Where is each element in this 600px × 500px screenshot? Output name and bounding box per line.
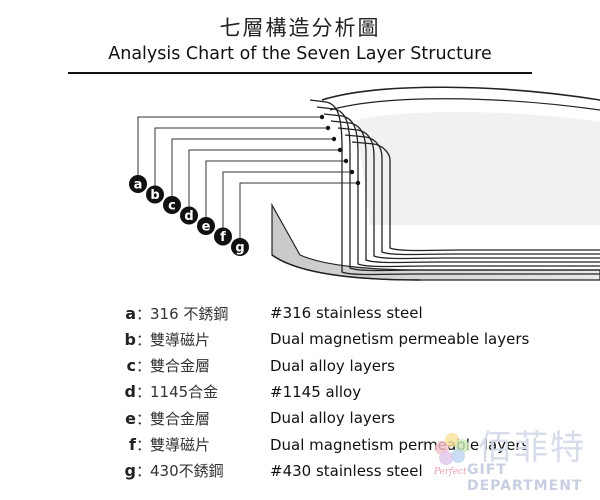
legend-letter: d <box>124 382 136 402</box>
layer-strip-d <box>330 120 600 264</box>
legend-english-label: Dual alloy layers <box>270 356 395 375</box>
legend-letter: f <box>129 435 136 454</box>
legend-row-d: d：1145合金 #1145 alloy <box>118 379 362 405</box>
badge-b <box>146 185 164 204</box>
badge-letter-c: c <box>168 199 176 214</box>
leader-line-d <box>188 149 340 208</box>
badge-letter-g: g <box>235 241 244 256</box>
legend-letter: a <box>125 303 136 323</box>
legend-english-label: #1145 alloy <box>270 382 362 401</box>
legend-separator: ： <box>136 383 152 402</box>
badge-c <box>163 196 181 214</box>
watermark-logo-text: Perfect <box>433 467 467 477</box>
badge-letter-f: f <box>220 230 226 245</box>
badge-letter-e: e <box>202 220 211 235</box>
legend-row-e: e：雙合金層 Dual alloy layers <box>118 405 395 431</box>
legend-letter: g <box>124 461 136 481</box>
leader-dot-c <box>331 136 337 142</box>
watermark: Perfect 佰菲特 GIFT DEPARTMENT <box>430 420 600 500</box>
layer-strip-e <box>337 127 600 260</box>
leader-dot-d <box>337 147 343 153</box>
leader-dot-e <box>343 158 349 164</box>
leader-dot-g <box>355 180 361 186</box>
badge-letter-d: d <box>184 209 193 224</box>
legend-separator: ： <box>136 330 152 349</box>
badge-letter-b: b <box>150 188 159 203</box>
badge-f <box>214 227 232 246</box>
badge-a <box>129 175 147 193</box>
legend-chinese-label: 雙導磁片 <box>150 436 211 454</box>
leader-dot-b <box>325 125 331 131</box>
pan-rim-arc-inner <box>329 98 600 111</box>
leader-line-a <box>137 116 322 176</box>
badge-d <box>180 206 198 225</box>
legend-letter: c <box>126 356 136 376</box>
legend-letter: e <box>125 408 136 428</box>
legend-separator: ： <box>136 304 152 323</box>
legend-chinese-label: 316 不銹鋼 <box>150 304 229 323</box>
pan-base-curve <box>271 254 421 281</box>
watermark-brand-zh: 佰菲特 <box>478 428 586 468</box>
legend-row-g: g：430不銹鋼 #430 stainless steel <box>118 458 423 484</box>
legend-row-c: c：雙合金層 Dual alloy layers <box>118 353 395 379</box>
legend-separator: ： <box>136 462 152 481</box>
legend-chinese-label: 雙合金層 <box>150 409 211 428</box>
legend-chinese-label: 430不銹鋼 <box>150 462 224 481</box>
badge-letter-a: a <box>134 178 143 193</box>
layer-strips <box>309 99 600 276</box>
leader-dot-f <box>349 169 355 175</box>
legend-english-label: Dual alloy layers <box>270 409 395 428</box>
layer-strip-c <box>323 113 600 268</box>
legend-row-b: b：雙導磁片 Dual magnetism permeable layers <box>118 326 530 352</box>
legend-row-a: a：316 不銹鋼 #316 stainless steel <box>118 300 423 326</box>
badge-g <box>231 238 249 256</box>
pan-cross-section <box>271 86 600 281</box>
title-english: Analysis Chart of the Seven Layer Struct… <box>108 44 492 64</box>
leader-line-e <box>205 160 346 218</box>
leader-line-b <box>154 127 328 187</box>
legend-english-label: #430 stainless steel <box>270 461 423 480</box>
legend-english-label: #316 stainless steel <box>270 304 423 322</box>
legend-separator: ： <box>136 436 152 454</box>
leader-dot-a <box>319 114 325 120</box>
layer-strip-a <box>309 99 600 276</box>
legend-chinese-label: 雙合金層 <box>150 357 211 376</box>
layer-strip-g <box>351 141 600 252</box>
legend-english-label: Dual magnetism permeable layers <box>270 330 530 349</box>
leader-line-g <box>239 182 358 239</box>
legend-separator: ： <box>136 357 152 376</box>
layer-strip-f <box>344 134 600 256</box>
pan-inner-wall <box>356 111 600 225</box>
pan-rim-arc <box>321 86 600 101</box>
legend-chinese-label: 1145合金 <box>150 383 219 402</box>
title-chinese: 七層構造分析圖 <box>219 16 381 40</box>
layer-strip-b <box>316 106 600 272</box>
leader-lines <box>137 114 361 239</box>
watermark-logo: Perfect <box>433 433 469 477</box>
badge-e <box>197 217 215 235</box>
legend-chinese-label: 雙導磁片 <box>150 330 211 349</box>
title-underline <box>68 72 532 74</box>
leader-line-f <box>222 171 352 229</box>
watermark-brand-en: GIFT DEPARTMENT <box>467 462 583 494</box>
legend-separator: ： <box>136 409 152 428</box>
legend-letter: b <box>124 329 136 349</box>
leader-line-c <box>171 138 334 197</box>
